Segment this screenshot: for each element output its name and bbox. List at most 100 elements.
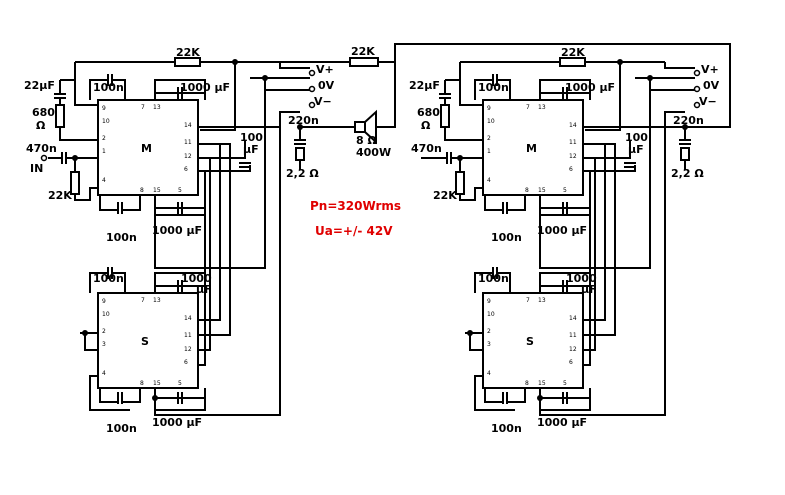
right-master-pin-14: 14 (569, 122, 577, 129)
left-fb-left-drop (74, 62, 98, 106)
right-master-bootstrap-small-label: 100n (478, 81, 509, 94)
right-master-bottom-large-label: 1000 µF (537, 224, 587, 237)
right-slave-pin-11: 11 (569, 332, 577, 339)
left-master-pin-2: 2 (102, 135, 106, 142)
left-pin6-bus (198, 171, 206, 366)
right-master-pin-11: 11 (569, 139, 577, 146)
right-slave-input-node (467, 330, 473, 336)
left-bias-ohm-label: Ω (36, 119, 46, 132)
left-slave-pin-14: 14 (184, 315, 192, 322)
left-feedback-resistor (174, 57, 201, 67)
left-vplus-rail (279, 62, 310, 69)
left-master-pin-11: 11 (184, 139, 192, 146)
left-slave-bootstrap-small-label: 100n (93, 272, 124, 285)
left-slave-bottom-small-cap-gap (117, 392, 123, 404)
right-master-pin-13: 13 (538, 104, 546, 111)
right-bias-resistor (440, 104, 450, 128)
right-zobel-cap-gap (679, 139, 691, 145)
right-slave-chip-body (482, 292, 584, 389)
left-comp-cap-value-label: 100 (240, 131, 263, 144)
right-comp-cap-value-label: 100 (625, 131, 648, 144)
right-master-pin-2: 2 (487, 135, 491, 142)
left-slave-bootstrap-small-cap-gap (107, 267, 113, 279)
right-master-bootstrap-large-label: 1000 µF (565, 81, 615, 94)
right-vminus-label: V− (699, 95, 717, 108)
left-slave-pin-13: 13 (153, 297, 161, 304)
left-master-bottom-small-cap-gap (117, 202, 123, 214)
right-slave-pin-4: 4 (487, 370, 491, 377)
left-comp-cap-gap (239, 162, 251, 168)
right-vplus-to-chip (585, 62, 621, 131)
right-slave-bottom-small-cap-gap (502, 392, 508, 404)
left-zero-terminal (308, 85, 316, 93)
right-master-chip-label: M (526, 142, 537, 155)
right-slave-pin-8: 8 (525, 380, 529, 387)
right-bootstrap-large-loop (539, 79, 591, 100)
left-master-pin-10: 10 (102, 118, 110, 125)
left-zobel-cap-gap (294, 139, 306, 145)
right-slave-pin-2: 2 (487, 328, 491, 335)
right-slave-pin-13: 13 (538, 297, 546, 304)
right-master-bottom-small-label: 100n (491, 231, 522, 244)
left-slave-pin-3: 3 (102, 341, 106, 348)
left-zobel-cap-label: 220n (288, 114, 319, 127)
right-slave-input-b (469, 333, 483, 351)
left-zobel-res-label: 2,2 Ω (286, 167, 319, 180)
right-slave-bootstrap-unit-label: µF (581, 283, 597, 296)
right-master-pin-12: 12 (569, 153, 577, 160)
left-input-terminal (40, 154, 48, 162)
power-annotation: Pn=320Wrms (310, 199, 401, 213)
left-input-coupling-cap-gap (61, 152, 67, 164)
right-vminus-terminal (693, 101, 701, 109)
speaker-right-lead (376, 62, 396, 128)
left-input-cap-label: 22µF (24, 79, 55, 92)
right-input-coupling-label: 470n (411, 142, 442, 155)
right-slave-bootstrap-small-label: 100n (478, 272, 509, 285)
right-input-coupling-cap-gap (446, 152, 452, 164)
left-bootstrap-large-loop (154, 79, 206, 100)
right-pin6-bus (583, 171, 591, 366)
left-master-bottom-large-label: 1000 µF (152, 224, 202, 237)
right-master-pin-8: 8 (525, 187, 529, 194)
left-zero-node (262, 75, 268, 81)
right-pin12-comp (583, 140, 631, 159)
right-comp-cap-gap (624, 162, 636, 168)
right-slave-pin-7: 7 (526, 297, 530, 304)
right-bias-ohm-label: Ω (421, 119, 431, 132)
right-slave-chip-label: S (526, 335, 534, 348)
right-slave-pin-9: 9 (487, 298, 491, 305)
left-slave-chip-label: S (141, 335, 149, 348)
left-vminus-terminal (308, 101, 316, 109)
right-slave-pin-15: 15 (538, 380, 546, 387)
right-slave-bottom-large-label: 1000 µF (537, 416, 587, 429)
left-slave-bottom-small-label: 100n (106, 422, 137, 435)
left-slave-bottom-large-label: 1000 µF (152, 416, 202, 429)
right-input-resistor-label: 22K (433, 189, 457, 202)
left-zobel-resistor (295, 147, 305, 161)
left-master-pin-13: 13 (153, 104, 161, 111)
right-master-pin-5: 5 (563, 187, 567, 194)
left-master-pin-5: 5 (178, 187, 182, 194)
left-slave-chip-body (97, 292, 199, 389)
left-master-bootstrap-small-label: 100n (93, 81, 124, 94)
right-slave-ground-return (539, 112, 666, 416)
right-master-bottom-small-cap-gap (502, 202, 508, 214)
right-comp-cap-unit-label: µF (628, 143, 644, 156)
left-bootstrap-small-cap-gap (107, 74, 113, 86)
right-zobel-res-label: 2,2 Ω (671, 167, 704, 180)
left-master-pin-8: 8 (140, 187, 144, 194)
left-input-label: IN (30, 162, 43, 175)
bridge-feedback-resistor (349, 57, 379, 67)
right-zero-node (647, 75, 653, 81)
left-vminus-label: V− (314, 95, 332, 108)
left-slave-pin-12: 12 (184, 346, 192, 353)
right-vplus-label: V+ (701, 63, 719, 76)
right-vplus-node (617, 59, 623, 65)
left-pin12-comp (198, 140, 246, 159)
right-pin6-comp (583, 165, 636, 172)
left-slave-pin4-loop (89, 375, 130, 411)
right-zobel-resistor (680, 147, 690, 161)
left-pin12-bus (198, 158, 211, 351)
left-pin6-comp (198, 165, 251, 172)
